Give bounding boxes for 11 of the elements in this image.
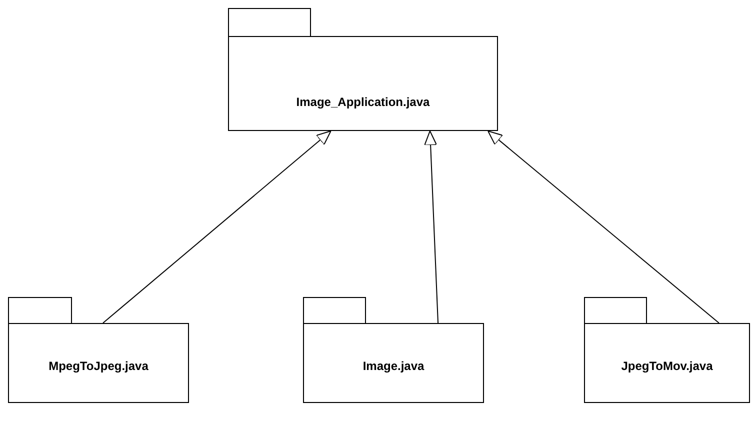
package-name: JpegToMov.java (620, 359, 714, 373)
generalization-arrow (488, 130, 720, 324)
package-name: Image_Application.java (295, 95, 431, 109)
generalization-arrow (424, 130, 439, 324)
package-box (8, 297, 189, 403)
package-box (303, 297, 484, 403)
package-box (228, 8, 498, 131)
package-box (584, 297, 750, 403)
package-name: Image.java (362, 359, 426, 373)
package-name: MpegToJpeg.java (48, 359, 150, 373)
generalization-arrow (102, 130, 332, 324)
